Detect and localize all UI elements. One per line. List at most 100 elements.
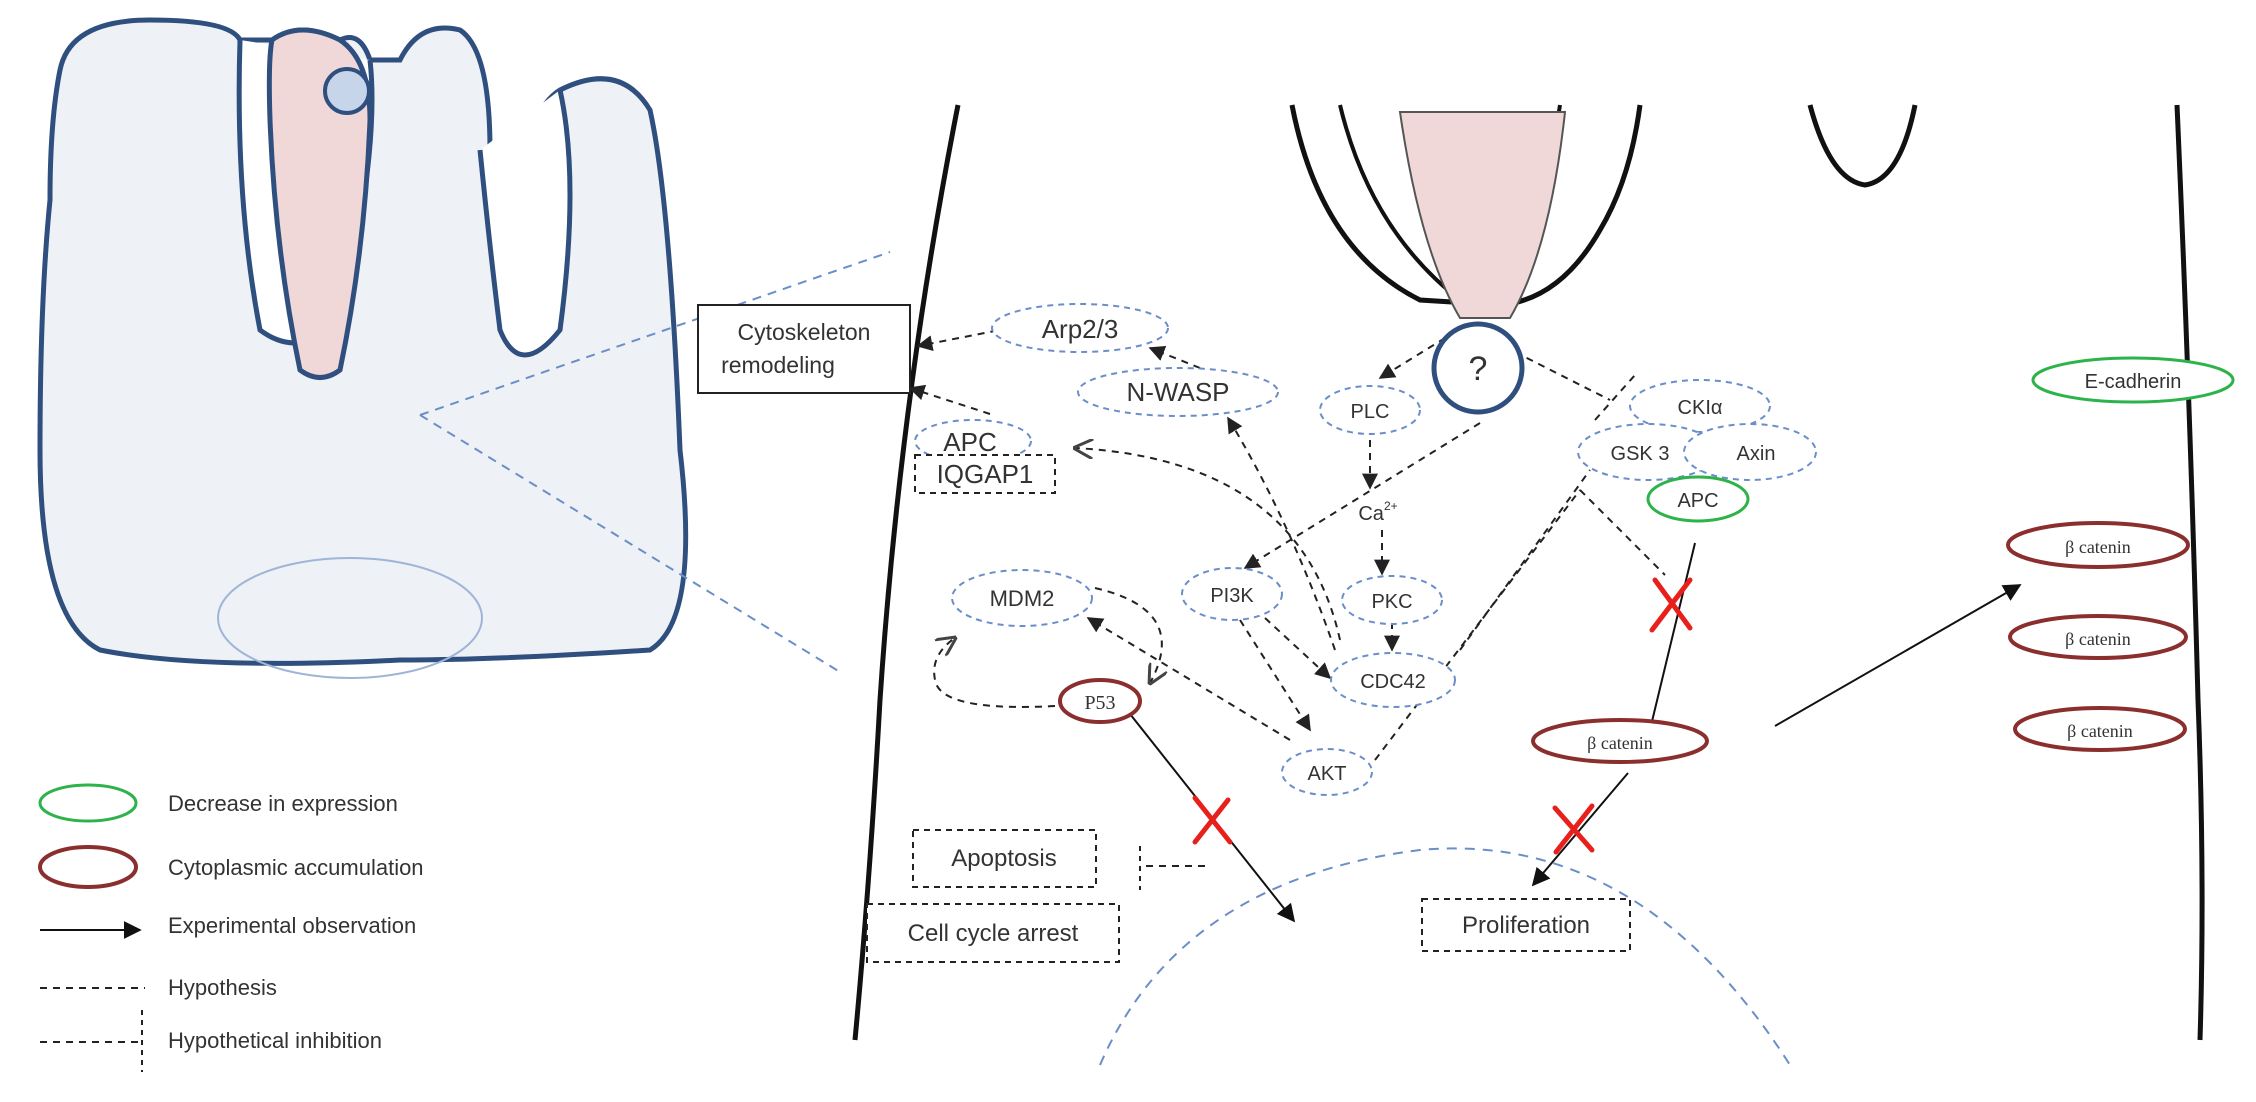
pink-microvillus — [1398, 111, 1567, 319]
svg-text:PLC: PLC — [1351, 401, 1390, 423]
arrow-bcat-prolif — [1531, 772, 1629, 887]
svg-text:?: ? — [1469, 350, 1488, 388]
nwasp-node: N-WASP — [1077, 367, 1279, 417]
svg-text:N-WASP: N-WASP — [1126, 377, 1229, 407]
svg-text:AKT: AKT — [1308, 763, 1347, 785]
membrane-top-invagination — [1289, 104, 1643, 308]
cytoskeleton-label-2: remodeling — [721, 352, 835, 378]
iqgap1-node: IQGAP1 — [914, 454, 1056, 494]
svg-text:MDM2: MDM2 — [990, 586, 1055, 611]
nodes: Cytoskeleton remodeling Arp2/3 N-WASP AP… — [697, 303, 2235, 963]
arrow-pi3k-akt — [1239, 619, 1311, 732]
cell-illustration — [37, 17, 891, 679]
apoptosis-node: Apoptosis — [912, 829, 1097, 888]
svg-text:E-cadherin: E-cadherin — [2085, 371, 2182, 393]
legend-decrease: Decrease in expression — [38, 783, 398, 823]
svg-text:Hypothetical inhibition: Hypothetical inhibition — [168, 1028, 382, 1053]
svg-text:Ca2+: Ca2+ — [1358, 499, 1397, 525]
bcatenin-center-node: β catenin — [1531, 718, 1709, 764]
svg-text:GSK 3: GSK 3 — [1611, 443, 1670, 465]
p53-node: P53 — [1058, 678, 1142, 724]
pkc-node: PKC — [1341, 575, 1443, 625]
proliferation-node: Proliferation — [1421, 898, 1631, 952]
membrane-top-right-cup — [1807, 104, 1918, 188]
zoom-line-top — [419, 251, 891, 416]
svg-text:Cell cycle arrest: Cell cycle arrest — [908, 920, 1079, 947]
bcatenin-1-node: β catenin — [2006, 521, 2190, 569]
pink-invasion — [266, 27, 373, 380]
small-nucleus — [323, 67, 371, 115]
legend: Decrease in expression Cytoplasmic accum… — [38, 783, 424, 1072]
svg-text:β catenin: β catenin — [2065, 537, 2131, 557]
svg-text:Proliferation: Proliferation — [1462, 912, 1590, 939]
svg-text:CKIα: CKIα — [1678, 397, 1723, 419]
zoom-line-bottom — [419, 414, 841, 673]
arrow-pi3k-cdc42 — [1264, 617, 1332, 680]
svg-text:CDC42: CDC42 — [1360, 671, 1426, 693]
svg-text:Experimental observation: Experimental observation — [168, 913, 416, 938]
axin-node: Axin — [1683, 423, 1817, 481]
ca-node: Ca2+ — [1358, 499, 1397, 525]
arrow-bcat-cyto — [1774, 584, 2022, 727]
nucleus-boundary — [1099, 847, 1791, 1066]
line-q-ck — [1514, 351, 1611, 401]
arrow-q-pi3k — [1243, 422, 1481, 569]
legend-accumulation: Cytoplasmic accumulation — [38, 845, 424, 889]
svg-text:β catenin: β catenin — [2065, 629, 2131, 649]
arrow-mdm2-p53 — [1094, 587, 1162, 683]
apc-left-node: APC — [914, 419, 1032, 463]
svg-text:β catenin: β catenin — [1587, 733, 1653, 753]
legend-hypothesis: Hypothesis — [40, 975, 277, 1000]
line-cdc42-gsk — [1459, 469, 1591, 651]
svg-text:APC: APC — [943, 427, 996, 457]
ecadherin-node: E-cadherin — [2031, 356, 2235, 404]
svg-text:Cytoplasmic accumulation: Cytoplasmic accumulation — [168, 855, 424, 880]
bcatenin-3-node: β catenin — [2013, 706, 2187, 752]
membrane-left — [852, 104, 961, 1041]
arrow-nwasp-arp — [1148, 345, 1201, 369]
red-x-marks — [1192, 577, 1693, 855]
arrow-apc-bcat — [1643, 542, 1696, 740]
inhibit-bar-top — [1594, 374, 1636, 421]
svg-text:Apoptosis: Apoptosis — [951, 845, 1056, 872]
cdc42-node: CDC42 — [1330, 652, 1456, 708]
red-x-apc — [1649, 577, 1693, 633]
cytoskeleton-node: Cytoskeleton remodeling — [697, 304, 911, 394]
akt-node: AKT — [1281, 748, 1373, 796]
mdm2-node: MDM2 — [951, 569, 1093, 627]
legend-experimental: Experimental observation — [40, 913, 416, 939]
svg-text:Axin: Axin — [1737, 443, 1776, 465]
arrow-p53-mdm2 — [933, 638, 1056, 708]
svg-text:Decrease in expression: Decrease in expression — [168, 791, 398, 816]
gsk3-node: GSK 3 — [1577, 423, 1719, 481]
ck1a-node: CKIα — [1629, 379, 1771, 433]
bcatenin-2-node: β catenin — [2008, 614, 2188, 660]
svg-text:Hypothesis: Hypothesis — [168, 975, 277, 1000]
arrow-apc-cyto — [908, 384, 991, 415]
question-node: ? — [1431, 321, 1525, 415]
legend-inhibition: Hypothetical inhibition — [40, 1010, 382, 1072]
svg-text:β catenin: β catenin — [2067, 721, 2133, 741]
apc-right-node: APC — [1646, 475, 1750, 523]
pi3k-node: PI3K — [1181, 567, 1283, 621]
membranes — [852, 104, 2205, 1066]
cytoskeleton-label-1: Cytoskeleton — [738, 319, 871, 345]
membrane-right — [2174, 104, 2205, 1041]
svg-text:PI3K: PI3K — [1210, 585, 1254, 607]
svg-text:APC: APC — [1677, 490, 1718, 512]
arp23-node: Arp2/3 — [991, 303, 1169, 353]
plc-node: PLC — [1319, 385, 1421, 435]
arrow-akt-mdm2 — [1086, 617, 1291, 741]
cell-cycle-arrest-node: Cell cycle arrest — [866, 903, 1120, 963]
arrow-cdc42-nwasp — [1227, 416, 1336, 651]
red-x-bcatenin — [1552, 803, 1595, 855]
apical-pit-right — [477, 89, 573, 358]
svg-text:PKC: PKC — [1371, 591, 1412, 613]
svg-text:Arp2/3: Arp2/3 — [1042, 314, 1119, 344]
svg-text:IQGAP1: IQGAP1 — [937, 459, 1034, 489]
red-x-p53 — [1192, 795, 1233, 845]
svg-text:P53: P53 — [1084, 692, 1115, 714]
cell-nucleus — [217, 557, 483, 679]
